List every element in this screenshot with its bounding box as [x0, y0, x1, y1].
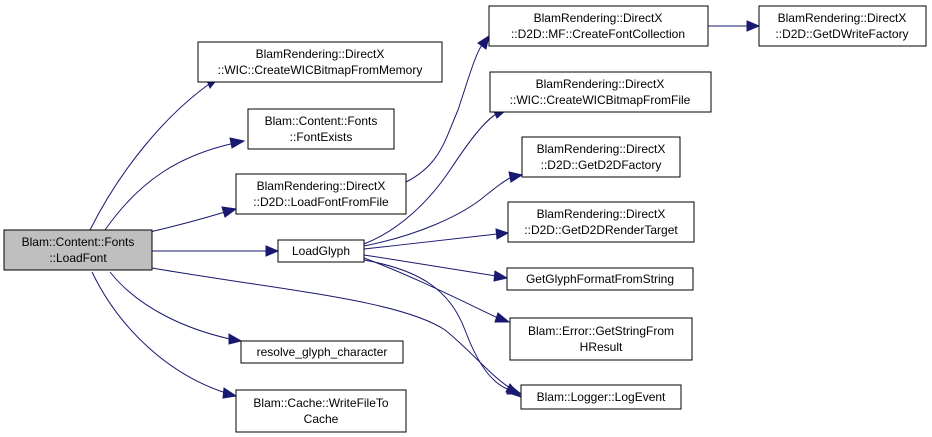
node-get-dwrite-factory-box [758, 5, 927, 47]
edge-load-font-to-resolve-glyph-character [109, 271, 243, 345]
node-create-font-collection-line-2: ::D2D::MF::CreateFontCollection [511, 27, 685, 41]
node-get-dwrite-factory[interactable]: BlamRendering::DirectX ::D2D::GetDWriteF… [758, 5, 927, 47]
node-resolve-glyph-character-line-1: resolve_glyph_character [257, 345, 388, 359]
node-load-font-line-2: ::LoadFont [49, 251, 107, 265]
node-font-exists-line-2: ::FontExists [290, 130, 353, 144]
edge-load-font-from-file-to-create-font-collection [405, 34, 490, 183]
node-get-string-from-hresult-box [509, 317, 693, 361]
edge-load-font-to-font-exists [104, 137, 246, 231]
node-load-font-from-file-box [235, 173, 407, 215]
node-write-file-to-cache-box [235, 389, 407, 433]
node-log-event[interactable]: Blam::Logger::LogEvent [520, 384, 682, 410]
edges-layer [89, 20, 761, 399]
edge-load-glyph-to-get-glyph-format-from-string [363, 254, 509, 282]
node-create-wic-bitmap-from-file-line-1: BlamRendering::DirectX [536, 77, 665, 91]
node-get-string-from-hresult-line-2: HResult [580, 340, 623, 354]
node-get-dwrite-factory-line-2: ::D2D::GetDWriteFactory [775, 27, 908, 41]
node-get-glyph-format-from-string[interactable]: GetGlyphFormatFromString [506, 267, 694, 291]
node-create-wic-bitmap-from-memory-box [197, 41, 443, 83]
node-create-font-collection[interactable]: BlamRendering::DirectX ::D2D::MF::Create… [488, 5, 709, 47]
edge-load-glyph-to-log-event [363, 259, 523, 395]
node-get-d2d-factory-box [521, 136, 681, 178]
node-get-d2d-render-target-line-2: ::D2D::GetD2DRenderTarget [524, 223, 678, 237]
node-create-wic-bitmap-from-file[interactable]: BlamRendering::DirectX ::WIC::CreateWICB… [489, 71, 712, 113]
node-get-d2d-render-target-line-1: BlamRendering::DirectX [537, 207, 666, 221]
edge-load-glyph-to-get-d2d-render-target [363, 228, 510, 250]
node-create-font-collection-box [488, 5, 709, 47]
node-resolve-glyph-character-box [240, 340, 404, 364]
node-write-file-to-cache-line-1: Blam::Cache::WriteFileTo [253, 396, 388, 410]
node-get-d2d-factory-line-2: ::D2D::GetD2DFactory [541, 158, 662, 172]
edge-create-font-collection-to-get-dwrite-factory [708, 20, 761, 32]
node-get-string-from-hresult-line-1: Blam::Error::GetStringFrom [528, 324, 674, 338]
node-get-string-from-hresult[interactable]: Blam::Error::GetStringFrom HResult [509, 317, 693, 361]
nodes-layer: Blam::Content::Fonts ::LoadFont BlamRend… [3, 5, 927, 433]
node-get-d2d-render-target-box [507, 201, 695, 243]
node-get-glyph-format-from-string-box [506, 267, 694, 291]
node-load-font-box [3, 229, 153, 271]
node-write-file-to-cache[interactable]: Blam::Cache::WriteFileTo Cache [235, 389, 407, 433]
node-font-exists-line-1: Blam::Content::Fonts [265, 114, 378, 128]
node-load-font-from-file-line-1: BlamRendering::DirectX [257, 179, 386, 193]
node-load-font-from-file-line-2: ::D2D::LoadFontFromFile [253, 195, 389, 209]
node-get-dwrite-factory-line-1: BlamRendering::DirectX [778, 11, 907, 25]
node-create-font-collection-line-1: BlamRendering::DirectX [534, 11, 663, 25]
node-log-event-box [520, 384, 682, 410]
node-create-wic-bitmap-from-file-box [489, 71, 712, 113]
node-load-font[interactable]: Blam::Content::Fonts ::LoadFont [3, 229, 153, 271]
node-load-font-line-1: Blam::Content::Fonts [22, 235, 135, 249]
node-create-wic-bitmap-from-memory-line-1: BlamRendering::DirectX [256, 47, 385, 61]
edge-load-glyph-to-get-string-from-hresult [363, 257, 511, 323]
node-resolve-glyph-character[interactable]: resolve_glyph_character [240, 340, 404, 364]
edge-load-glyph-to-get-d2d-factory [363, 171, 524, 247]
node-get-d2d-factory[interactable]: BlamRendering::DirectX ::D2D::GetD2DFact… [521, 136, 681, 178]
node-get-glyph-format-from-string-line-1: GetGlyphFormatFromString [526, 272, 674, 286]
node-get-d2d-render-target[interactable]: BlamRendering::DirectX ::D2D::GetD2DRend… [507, 201, 695, 243]
node-log-event-line-1: Blam::Logger::LogEvent [537, 390, 666, 404]
node-create-wic-bitmap-from-file-line-2: ::WIC::CreateWICBitmapFromFile [510, 93, 691, 107]
node-font-exists[interactable]: Blam::Content::Fonts ::FontExists [247, 108, 395, 150]
edge-load-font-to-load-font-from-file [149, 206, 238, 233]
node-get-d2d-factory-line-1: BlamRendering::DirectX [537, 142, 666, 156]
node-create-wic-bitmap-from-memory[interactable]: BlamRendering::DirectX ::WIC::CreateWICB… [197, 41, 443, 83]
node-load-glyph-line-1: LoadGlyph [292, 244, 350, 258]
node-load-font-from-file[interactable]: BlamRendering::DirectX ::D2D::LoadFontFr… [235, 173, 407, 215]
node-font-exists-box [247, 108, 395, 150]
edge-load-font-to-load-glyph [152, 245, 280, 257]
node-write-file-to-cache-line-2: Cache [304, 412, 339, 426]
node-create-wic-bitmap-from-memory-line-2: ::WIC::CreateWICBitmapFromMemory [218, 63, 423, 77]
node-load-glyph[interactable]: LoadGlyph [277, 239, 365, 263]
edge-load-font-to-write-file-to-cache [91, 271, 238, 399]
node-load-glyph-box [277, 239, 365, 263]
